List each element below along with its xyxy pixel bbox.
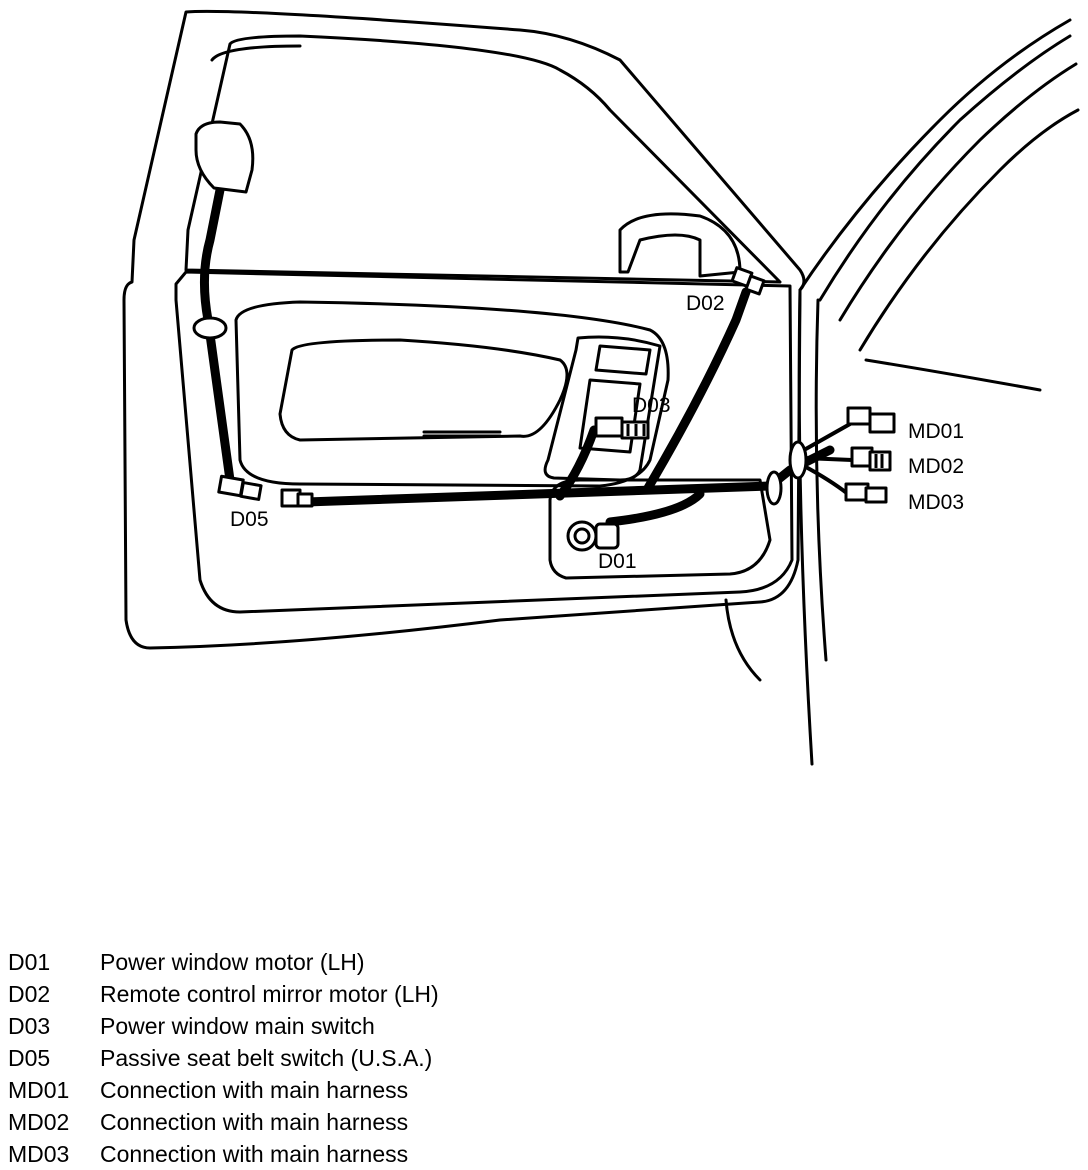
callout-d01: D01 <box>598 550 637 573</box>
connector-d03 <box>594 416 650 440</box>
legend-description: Passive seat belt switch (U.S.A.) <box>100 1045 433 1071</box>
door-panel <box>122 9 806 650</box>
seat-belt-retractor <box>194 120 255 194</box>
callout-d02: D02 <box>686 292 725 315</box>
legend-description: Connection with main harness <box>100 1109 409 1135</box>
car-body <box>724 18 1080 766</box>
legend-row: MD01 Connection with main harness <box>8 1074 1078 1106</box>
legend-code: D02 <box>8 981 51 1007</box>
legend-code: D05 <box>8 1045 51 1071</box>
legend-row: D05 Passive seat belt switch (U.S.A.) <box>8 1042 1078 1074</box>
connector-md02 <box>850 446 892 472</box>
connector-md03 <box>844 482 888 504</box>
legend-row: D03 Power window main switch <box>8 1010 1078 1042</box>
callout-d05: D05 <box>230 508 269 531</box>
callout-md01: MD01 <box>908 420 964 443</box>
legend-description: Power window main switch <box>100 1013 375 1039</box>
grommets <box>192 316 808 506</box>
component-legend: D01 Power window motor (LH) D02 Remote c… <box>8 946 1078 1170</box>
door-harness-diagram: D02 D03 D05 D01 MD01 MD02 MD03 <box>122 9 1080 766</box>
legend-row: MD03 Connection with main harness <box>8 1138 1078 1170</box>
grommet-body <box>788 440 808 480</box>
legend-description: Power window motor (LH) <box>100 949 365 975</box>
connector-md01 <box>846 406 896 434</box>
callout-md02: MD02 <box>908 455 964 478</box>
legend-row: D02 Remote control mirror motor (LH) <box>8 978 1078 1010</box>
callout-d03: D03 <box>632 394 671 417</box>
connector-d01-motor <box>566 520 620 552</box>
legend-description: Remote control mirror motor (LH) <box>100 981 439 1007</box>
grommet-door-edge <box>765 470 783 506</box>
connector-d05 <box>217 474 263 501</box>
connectors <box>194 120 896 552</box>
wiring-harness <box>199 175 854 527</box>
legend-code: MD03 <box>8 1141 70 1167</box>
callout-md03: MD03 <box>908 491 964 514</box>
legend-description: Connection with main harness <box>100 1077 409 1103</box>
legend-code: MD01 <box>8 1077 70 1103</box>
legend-description: Connection with main harness <box>100 1141 409 1167</box>
legend-row: D01 Power window motor (LH) <box>8 946 1078 978</box>
legend-code: MD02 <box>8 1109 70 1135</box>
connector-d02 <box>730 266 766 296</box>
connector-d05-plug <box>280 488 314 508</box>
legend-row: MD02 Connection with main harness <box>8 1106 1078 1138</box>
legend-code: D01 <box>8 949 51 975</box>
grommet-upper-left <box>192 316 228 340</box>
legend-code: D03 <box>8 1013 51 1039</box>
